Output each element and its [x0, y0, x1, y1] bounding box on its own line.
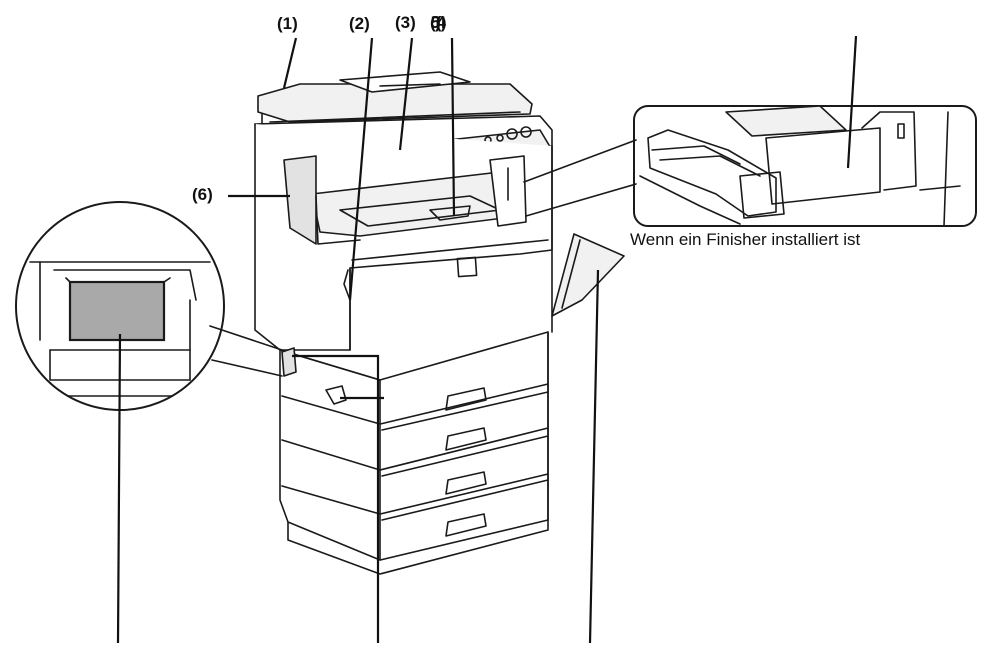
callout-3: (3) — [395, 13, 416, 32]
leader-2 — [348, 37, 374, 301]
finisher-inset — [523, 105, 977, 227]
bypass-tray — [551, 233, 625, 317]
leader-power-switch — [116, 333, 122, 644]
callout-5-4: (5)(4) — [430, 13, 446, 32]
power-switch-small — [281, 347, 297, 377]
callout-1: (1) — [277, 14, 298, 33]
leader-lines — [116, 35, 858, 644]
leader-bypass-tray — [588, 269, 600, 644]
leader-4 — [450, 37, 456, 217]
main-body — [254, 123, 553, 351]
leader-3 — [398, 37, 414, 151]
paper-trays — [279, 331, 549, 575]
zoom-circle-power-switch — [15, 201, 283, 411]
document-feeder — [257, 71, 533, 125]
finisher-caption: Wenn ein Finisher installiert ist — [630, 230, 861, 249]
callout-2: (2) — [349, 14, 370, 33]
leader-finisher — [846, 35, 858, 169]
leader-main-switch — [292, 354, 380, 643]
leader-1 — [282, 37, 298, 89]
callout-6: (6) — [192, 185, 213, 204]
